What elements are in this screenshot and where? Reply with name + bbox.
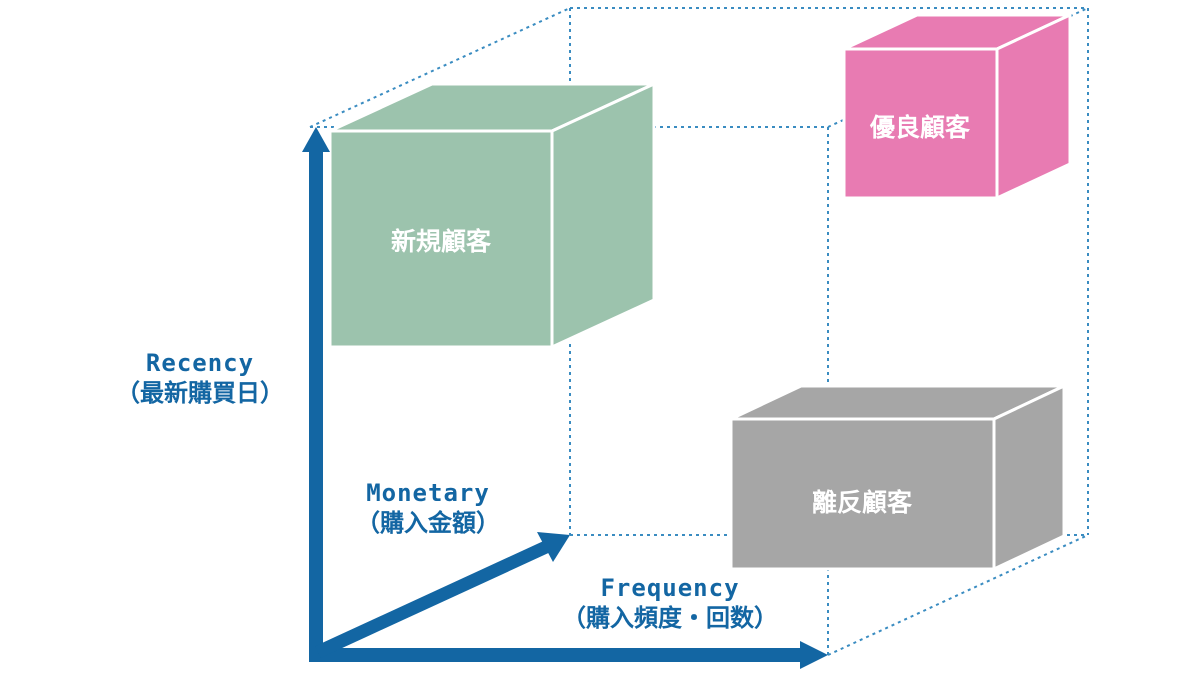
churned-customers-label: 離反顧客 xyxy=(811,488,912,517)
cube-new-side xyxy=(550,82,656,349)
recency-axis-head xyxy=(302,127,330,152)
frequency-axis-name: Frequency xyxy=(600,574,740,602)
recency-axis-label: Recency （最新購買日） xyxy=(100,348,300,408)
cube-churn-side xyxy=(992,384,1066,571)
frequency-axis-shaft xyxy=(309,648,805,662)
recency-axis-shaft xyxy=(309,150,323,662)
cube-churn-front xyxy=(729,417,996,571)
cube-new-front xyxy=(328,129,554,349)
cube-good-front xyxy=(842,47,999,200)
monetary-axis-shaft xyxy=(315,541,549,658)
monetary-axis-sub: （購入金額） xyxy=(356,509,500,537)
recency-axis-name: Recency xyxy=(145,349,255,377)
axes xyxy=(302,127,828,669)
cube-new-customers xyxy=(328,82,656,349)
monetary-axis-name: Monetary xyxy=(366,479,490,507)
recency-axis-sub: （最新購買日） xyxy=(116,379,284,407)
new-customers-label: 新規顧客 xyxy=(390,227,491,256)
monetary-axis-head xyxy=(537,532,570,562)
cube-churned-customers xyxy=(729,384,1066,571)
frequency-axis-head xyxy=(800,641,828,669)
monetary-axis-label: Monetary （購入金額） xyxy=(328,478,528,538)
frequency-axis-label: Frequency （購入頻度・回数） xyxy=(520,573,820,633)
cube-good-customers xyxy=(842,13,1072,200)
cube-good-side xyxy=(995,13,1072,200)
good-customers-label: 優良顧客 xyxy=(869,113,970,142)
frequency-axis-sub: （購入頻度・回数） xyxy=(562,604,778,632)
